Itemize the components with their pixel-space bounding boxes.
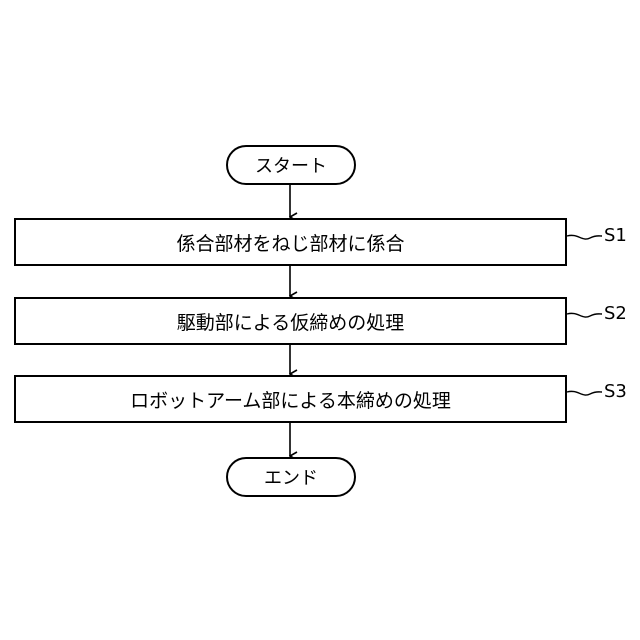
step-s2-text: 駆動部による仮締めの処理 (177, 308, 404, 335)
step-label-s3: S3 (604, 382, 627, 402)
step-label-s1: S1 (604, 226, 627, 246)
process-step-s1: 係合部材をねじ部材に係合 (14, 218, 567, 266)
leader-line-s3 (567, 391, 602, 395)
process-step-s3: ロボットアーム部による本締めの処理 (14, 375, 567, 423)
start-terminal: スタート (226, 145, 356, 185)
step-s3-text: ロボットアーム部による本締めの処理 (130, 386, 451, 413)
start-label: スタート (255, 152, 327, 178)
end-terminal: エンド (226, 457, 356, 497)
process-step-s2: 駆動部による仮締めの処理 (14, 297, 567, 345)
end-label: エンド (264, 464, 318, 490)
leader-line-s2 (567, 313, 602, 317)
leader-line-s1 (567, 235, 602, 239)
step-label-s2: S2 (604, 304, 627, 324)
step-s1-text: 係合部材をねじ部材に係合 (176, 229, 404, 256)
